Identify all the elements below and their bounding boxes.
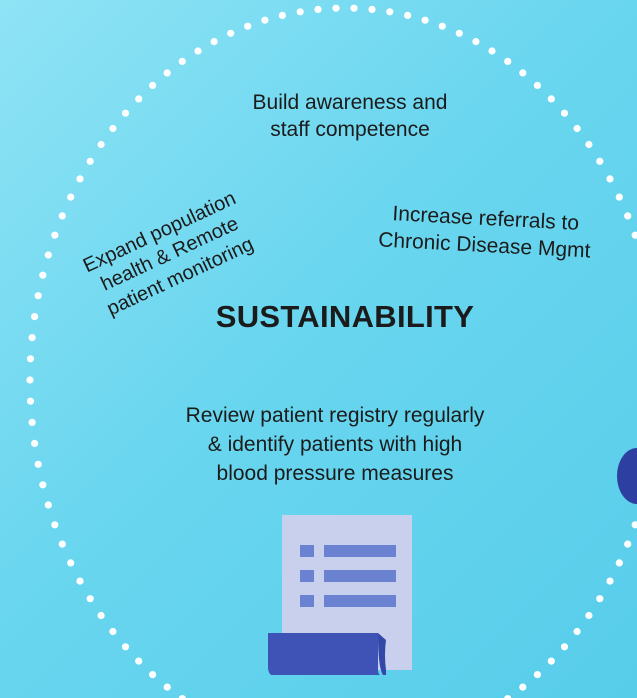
ring-dot (109, 627, 117, 636)
ring-dot (547, 95, 555, 103)
ring-dot (178, 695, 186, 698)
ring-dot (244, 22, 252, 30)
ring-dot (44, 251, 52, 259)
ring-dot (533, 671, 542, 679)
ring-dot (615, 559, 623, 567)
document-list-icon (268, 515, 412, 675)
ring-dot (560, 643, 569, 651)
ring-dot (227, 29, 235, 37)
ring-dot (194, 47, 202, 55)
ring-dot (30, 313, 39, 321)
ring-dot (296, 8, 304, 16)
arrow-node-icon (617, 448, 637, 504)
ring-dot (86, 595, 94, 603)
diagram-title: SUSTAINABILITY (215, 299, 475, 334)
ring-dot (34, 292, 42, 300)
ring-dot (585, 140, 593, 149)
ring-dot (631, 231, 637, 239)
ring-dot (51, 231, 59, 239)
ring-dot (421, 16, 429, 24)
item-review-registry: Review patient registry regularly & iden… (130, 402, 540, 489)
ring-dot (76, 175, 84, 183)
ring-dot (455, 29, 463, 37)
ring-dot (615, 193, 623, 201)
item-line: & identify patients with high (207, 432, 463, 456)
ring-dot (519, 69, 527, 77)
ring-dot (34, 460, 42, 468)
ring-dot (560, 109, 569, 117)
ring-dot (547, 657, 555, 665)
ring-dot (368, 5, 376, 13)
ring-dot (86, 157, 94, 165)
ring-dot (163, 683, 171, 691)
ring-dot (58, 212, 66, 220)
ring-dot (488, 47, 496, 55)
ring-dot (504, 695, 512, 698)
item-line: Review patient registry regularly (185, 404, 485, 427)
ring-dot (121, 109, 130, 117)
ring-dot (533, 81, 542, 89)
item-build-awareness: Build awareness and staff competence (200, 90, 500, 144)
ring-dot (149, 671, 157, 679)
ring-dot (51, 521, 59, 529)
ring-dot (135, 95, 143, 103)
item-line: staff competence (270, 117, 430, 141)
ring-dot (97, 140, 105, 149)
ring-dot (573, 627, 581, 636)
ring-dot (97, 611, 105, 620)
ring-dot (606, 175, 614, 183)
ring-dot (314, 5, 322, 13)
ring-dot (67, 193, 75, 201)
ring-dot (278, 11, 286, 19)
ring-dot (438, 22, 446, 30)
ring-dot (163, 69, 171, 77)
ring-dot (596, 595, 604, 603)
ring-dot (606, 577, 614, 585)
ring-dot (121, 643, 130, 651)
ring-dot (261, 16, 269, 24)
ring-dot (58, 540, 66, 548)
ring-dot (573, 124, 581, 133)
ring-dot (149, 81, 157, 89)
ring-dot (332, 4, 340, 12)
ring-dot (76, 577, 84, 585)
ring-dot (504, 57, 512, 65)
ring-dot (30, 439, 39, 447)
ring-dot (26, 376, 34, 384)
ring-dot (404, 11, 412, 19)
ring-dot (624, 212, 632, 220)
ring-dot (26, 355, 35, 363)
ring-dot (109, 124, 117, 133)
ring-dot (26, 397, 35, 405)
item-line: Build awareness and (252, 91, 448, 114)
ring-dot (39, 481, 47, 489)
ring-dot (631, 521, 637, 529)
ring-dot (585, 611, 593, 620)
ring-dot (210, 38, 218, 46)
ring-dot (624, 540, 632, 548)
ring-dot (472, 38, 480, 46)
ring-dot (519, 683, 527, 691)
ring-dot (386, 8, 394, 16)
ring-dot (39, 271, 47, 279)
ring-dot (67, 559, 75, 567)
ring-dot (135, 657, 143, 665)
ring-dot (178, 57, 186, 65)
ring-dot (28, 334, 36, 342)
item-line: blood pressure measures (216, 461, 454, 485)
ring-dot (28, 418, 36, 426)
ring-dot (596, 157, 604, 165)
ring-dot (44, 501, 52, 509)
ring-dot (350, 4, 358, 12)
